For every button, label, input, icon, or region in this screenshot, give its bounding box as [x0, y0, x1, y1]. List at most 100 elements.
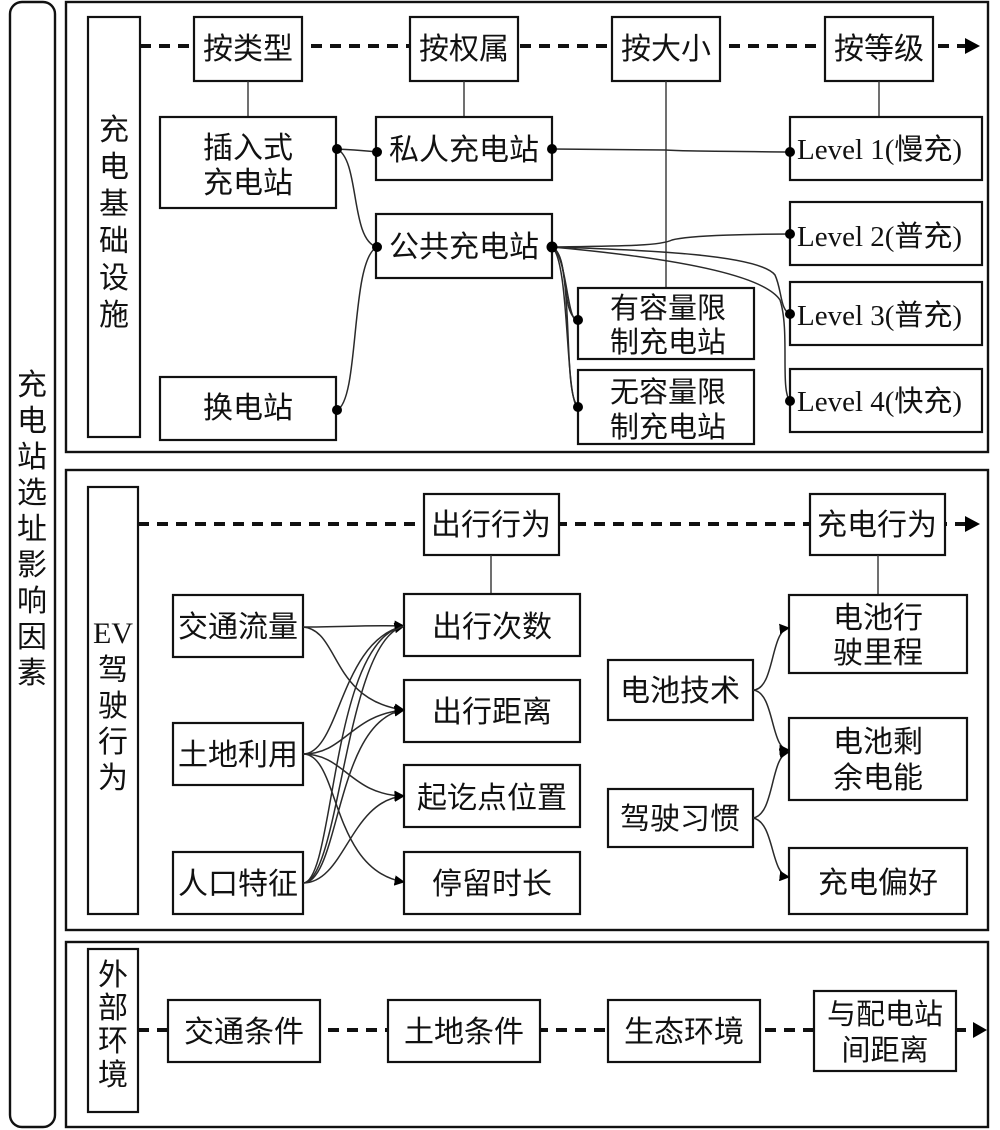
- outcome-battery-soc: [787, 716, 969, 802]
- section-external: 外 部 环 境 交通条件 土地条件 生态环境 与配电站 间距离: [64, 940, 990, 1129]
- external-land-conditions-label: 土地条件: [404, 1015, 524, 1050]
- level-2-label: Level 2(普充): [797, 220, 962, 253]
- axis-arrow-icon: [965, 38, 980, 54]
- node-dot: [546, 241, 558, 253]
- outcome-dwell-time-label: 停留时长: [432, 867, 552, 902]
- link-plugin-private: [336, 148, 378, 153]
- node-dot: [372, 147, 382, 157]
- node-dot: [785, 309, 795, 319]
- limited-capacity-label-2: 制充电站: [610, 325, 726, 359]
- outcome-trip-count: [402, 592, 582, 658]
- travel-arrows: [302, 620, 406, 886]
- swap-station-label: 换电站: [203, 391, 293, 426]
- level-2-box: [788, 200, 984, 267]
- node-dot: [573, 315, 583, 325]
- node-dot: [785, 147, 795, 157]
- ev-behavior-label-char: 驾: [98, 653, 128, 688]
- ev-behavior-label-box: [86, 485, 140, 916]
- section-ev-behavior: EV 驾 驶 行 为 出行行为 充电行为 交通流量 土地利用 人口特征 出行次数…: [64, 468, 990, 932]
- swap-station-box: [158, 375, 338, 442]
- limited-capacity-label-1: 有容量限: [610, 291, 726, 325]
- factor-battery-tech-label: 电池技术: [620, 674, 740, 709]
- external-traffic-conditions: [166, 998, 322, 1064]
- factor-driving-habit-label: 驾驶习惯: [620, 802, 740, 837]
- outcome-od-location-label: 起讫点位置: [417, 781, 567, 816]
- private-station-box: [374, 115, 554, 182]
- link-public-unlimited: [551, 246, 579, 407]
- category-by-size: [610, 15, 722, 83]
- charging-arrows: [752, 623, 791, 882]
- unlimited-capacity-label-1: 无容量限: [610, 375, 726, 409]
- level-3-box: [788, 280, 984, 347]
- plugin-station-label-1: 插入式: [203, 131, 293, 166]
- link-swap-public: [336, 246, 378, 411]
- external-label-char: 部: [98, 991, 128, 1026]
- limited-capacity-box: [576, 286, 756, 361]
- external-traffic-conditions-label: 交通条件: [184, 1015, 304, 1050]
- link-public-level4: [551, 246, 791, 402]
- external-ecology: [606, 998, 762, 1064]
- outcome-charging-preference: [787, 846, 969, 916]
- node-dot: [547, 144, 557, 154]
- node-dot: [332, 405, 342, 415]
- outcome-dwell-time: [402, 850, 582, 916]
- node-dot: [372, 242, 382, 252]
- external-label-char: 外: [98, 958, 128, 993]
- plugin-station-label-2: 充电站: [203, 166, 293, 201]
- factor-traffic-flow-label: 交通流量: [178, 610, 298, 645]
- public-station-label: 公共充电站: [389, 230, 539, 265]
- factor-population-label: 人口特征: [178, 867, 298, 902]
- external-label-char: 境: [98, 1058, 128, 1093]
- link-private-level1: [551, 148, 791, 153]
- outcome-battery-range-label-2: 驶里程: [833, 636, 923, 671]
- external-ecology-label: 生态环境: [624, 1015, 744, 1050]
- level-4-label: Level 4(快充): [797, 385, 962, 418]
- private-station-label: 私人充电站: [389, 133, 539, 168]
- axis-arrow-icon: [973, 1022, 987, 1038]
- section-infrastructure: 充电基础设施 按类型 按权属 按大小 按等级 插入式 充电站 换电站 私人充电站…: [64, 0, 990, 454]
- external-label-box: [86, 947, 140, 1114]
- link-plugin-public: [336, 148, 378, 248]
- infrastructure-label-box: [86, 15, 142, 439]
- outcome-trip-count-label: 出行次数: [432, 610, 552, 645]
- unlimited-capacity-box: [576, 368, 756, 446]
- level-1-box: [788, 115, 984, 182]
- node-dot: [785, 396, 795, 406]
- factor-battery-tech: [606, 658, 755, 722]
- link-public-level3: [551, 246, 791, 315]
- outcome-trip-distance-label: 出行距离: [432, 695, 552, 730]
- category-travel-behavior: [422, 492, 561, 557]
- level-3-label: Level 3(普充): [797, 299, 962, 332]
- main-title-char: 充电站选址影响因素: [17, 368, 47, 691]
- ev-behavior-label-ev: EV: [93, 617, 133, 650]
- external-land-conditions: [386, 998, 542, 1064]
- external-distance-label-1: 与配电站: [827, 997, 943, 1031]
- external-distance-label-2: 间距离: [841, 1033, 928, 1067]
- axis-arrow-icon: [965, 516, 980, 532]
- category-travel-behavior-label: 出行行为: [431, 508, 551, 543]
- ev-behavior-label-char: 为: [98, 761, 128, 796]
- outcome-trip-distance: [402, 678, 582, 744]
- main-title-box: 充电站选址影响因素: [8, 0, 57, 1129]
- category-by-type-label: 按类型: [203, 32, 293, 67]
- factor-land-use: [171, 721, 305, 787]
- node-dot: [332, 144, 342, 154]
- factor-land-use-label: 土地利用: [178, 738, 298, 773]
- level-1-label: Level 1(慢充): [797, 133, 962, 166]
- outcome-battery-soc-label-2: 余电能: [833, 761, 923, 796]
- outcome-battery-range-label-1: 电池行: [833, 601, 923, 636]
- category-by-level: [823, 15, 935, 83]
- plugin-station-box: [158, 115, 338, 210]
- category-by-type: [192, 15, 304, 83]
- category-by-size-label: 按大小: [621, 32, 711, 67]
- category-by-ownership-label: 按权属: [419, 32, 509, 67]
- category-by-level-label: 按等级: [834, 32, 924, 67]
- link-public-level2: [551, 233, 791, 248]
- external-label-char: 环: [98, 1024, 128, 1059]
- category-by-ownership: [408, 15, 520, 83]
- node-dot: [573, 402, 583, 412]
- external-distance-to-substation: [812, 989, 958, 1073]
- unlimited-capacity-label-2: 制充电站: [610, 410, 726, 444]
- ev-behavior-label-char: 驶: [98, 689, 128, 724]
